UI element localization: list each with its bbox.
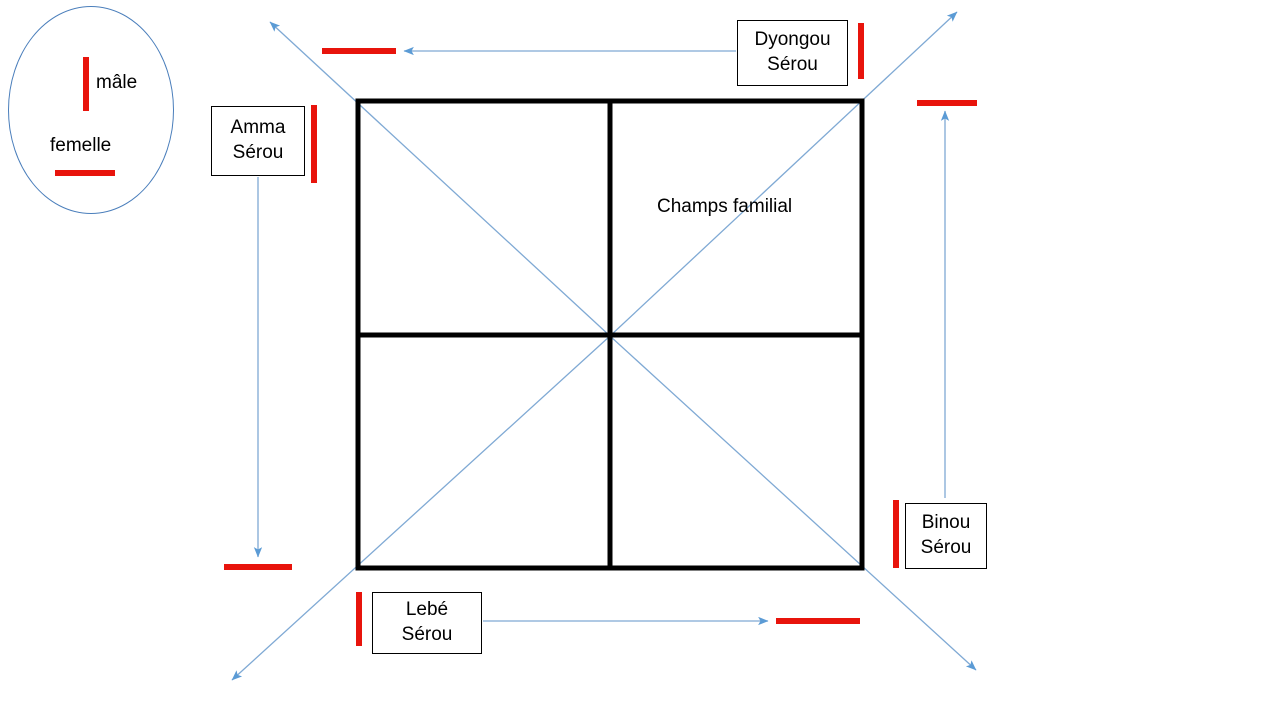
relationship-arrows xyxy=(253,46,950,626)
diagonal-axes xyxy=(231,11,977,681)
label-box-dyongou[interactable]: Dyongou Sérou xyxy=(737,20,848,86)
diagonal-center-to-northwest xyxy=(269,21,611,337)
legend-male-label: mâle xyxy=(96,72,138,93)
label-box-amma-line2: Sérou xyxy=(232,142,284,163)
label-box-dyongou-line2: Sérou xyxy=(767,54,818,75)
field-label-champs-familial: Champs familial xyxy=(657,196,793,217)
label-box-amma[interactable]: Amma Sérou xyxy=(211,106,305,176)
female-mark-bottom-right xyxy=(776,618,860,624)
label-box-dyongou-line1: Dyongou xyxy=(754,29,831,51)
label-box-lebe[interactable]: Lebé Sérou xyxy=(372,592,482,654)
label-box-binou-line2: Sérou xyxy=(920,537,972,558)
male-mark-lebe xyxy=(356,592,362,646)
label-box-binou[interactable]: Binou Sérou xyxy=(905,503,987,569)
female-mark-bottom-left xyxy=(224,564,292,570)
male-mark-amma xyxy=(311,105,317,183)
label-box-amma-line1: Amma xyxy=(230,117,286,139)
legend-female-mark xyxy=(55,170,115,176)
female-mark-top-left xyxy=(322,48,396,54)
legend-female-label: femelle xyxy=(50,135,112,156)
legend-ellipse xyxy=(8,6,174,214)
male-mark-binou xyxy=(893,500,899,568)
label-box-binou-line1: Binou xyxy=(921,512,971,534)
family-field-square xyxy=(355,98,865,571)
female-mark-top-right xyxy=(917,100,977,106)
label-box-lebe-line2: Sérou xyxy=(401,624,453,645)
field-outer-border xyxy=(355,98,865,571)
label-box-lebe-line1: Lebé xyxy=(405,599,449,621)
male-mark-dyongou xyxy=(858,23,864,79)
legend-male-mark xyxy=(83,57,89,111)
